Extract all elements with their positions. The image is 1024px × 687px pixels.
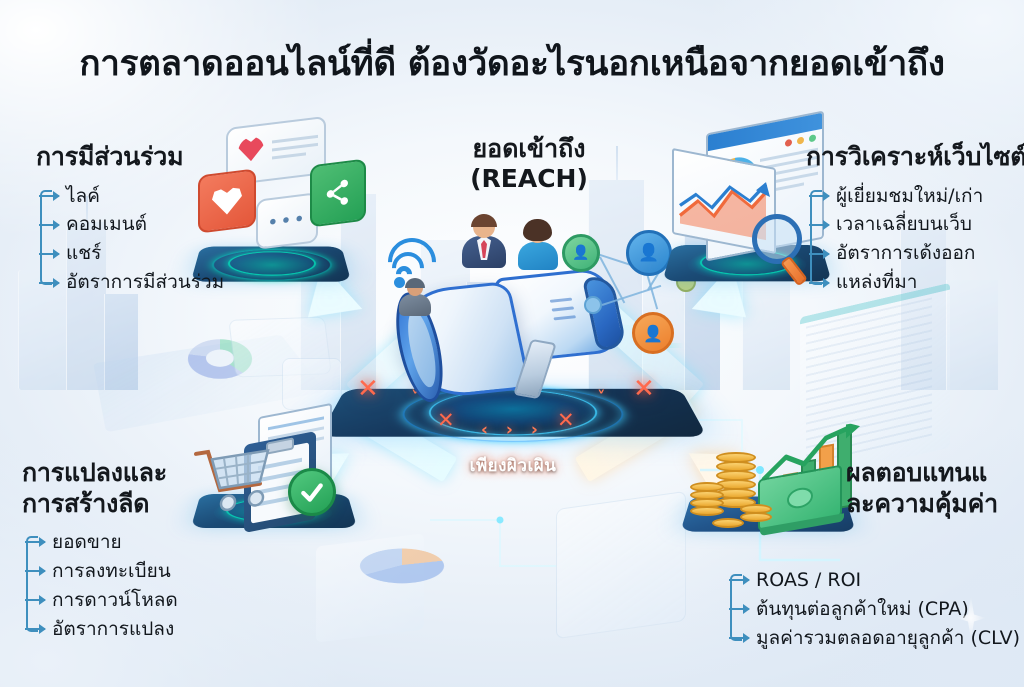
arrow-tick-icon [809, 277, 830, 288]
item-label: การลงทะเบียน [52, 559, 171, 582]
center-title-line2: (REACH) [470, 164, 588, 193]
caret-right-icon: ˅ [597, 388, 606, 408]
decor-pie-bottom-left [357, 548, 447, 584]
roi-heading: ผลตอบแทนแ ละความคุ้มค่า [846, 458, 998, 518]
center-title-line1: ยอดเข้าถึง [472, 134, 586, 163]
item-label: ยอดขาย [52, 531, 122, 553]
conversion-bracket [26, 536, 38, 632]
conversion-heading: การแปลงและ การสร้างลีด [22, 458, 167, 518]
engagement-bracket [40, 189, 52, 285]
web-analytics-bracket [810, 189, 822, 285]
item-label: อัตราการเด้งออก [836, 242, 976, 265]
roi-items: ROAS / ROI ต้นทุนต่อลูกค้าใหม่ (CPA) มูล… [726, 566, 1024, 653]
item-label: อัตราการแปลง [52, 617, 175, 640]
list-item: เวลาเฉลี่ยบนเว็บ [809, 210, 1024, 239]
item-label: แหล่งที่มา [836, 271, 918, 294]
arrow-tick-icon [729, 604, 750, 615]
magnifying-glass-icon [752, 214, 822, 288]
red-cross-icon: ✕ [437, 408, 455, 432]
quadrant-roi: ผลตอบแทนแ ละความคุ้มค่า [846, 458, 1024, 519]
list-item: ROAS / ROI [729, 566, 1024, 595]
engagement-heading: การมีส่วนร่วม [36, 142, 184, 171]
center-reach-title: ยอดเข้าถึง (REACH) [414, 134, 644, 194]
network-nodes-icon: 👤 👤 👤 [548, 216, 708, 356]
list-item: ไลค์ [39, 182, 276, 211]
list-item: แหล่งที่มา [809, 268, 1024, 297]
network-node-lightblue [584, 296, 602, 314]
item-label: การดาวน์โหลด [52, 588, 178, 611]
list-item: ผู้เยี่ยมชมใหม่/เก่า [809, 182, 1024, 211]
person-avatar-icon [398, 278, 432, 316]
roi-bracket [730, 574, 742, 641]
platform-caption: เพียงผิวเผิน [469, 456, 557, 476]
red-cross-icon: ✕ [633, 374, 655, 404]
item-label: คอมเมนต์ [66, 213, 147, 236]
arrow-tick-icon [25, 624, 46, 635]
item-label: อัตราการมีส่วนร่วม [66, 271, 225, 294]
coin-stack-icon [690, 452, 774, 538]
woman-avatar-icon [516, 219, 560, 270]
page-title: การตลาดออนไลน์ที่ดี ต้องวัดอะไรนอกเหนือจ… [79, 44, 945, 84]
conversion-items: ยอดขาย การลงทะเบียน การดาวน์โหลด อัตรากา… [22, 528, 272, 644]
arrow-tick-icon [39, 219, 60, 230]
engagement-items: ไลค์ คอมเมนต์ แชร์ อัตราการมีส่วนร่วม [36, 182, 276, 298]
chevron-group-icon: ‹ › › [481, 420, 544, 440]
item-label: ผู้เยี่ยมชมใหม่/เก่า [836, 184, 984, 207]
list-item: ต้นทุนต่อลูกค้าใหม่ (CPA) [729, 595, 1024, 624]
network-node-orange: 👤 [632, 312, 674, 354]
arrow-tick-icon [809, 219, 830, 230]
arrow-tick-icon [25, 595, 46, 606]
arrow-tick-icon [729, 575, 750, 586]
list-item: คอมเมนต์ [39, 210, 276, 239]
wifi-signal-icon [378, 222, 462, 296]
quadrant-engagement: การมีส่วนร่วม ไลค์ คอมเมนต์ แชร์ อัตรากา… [36, 142, 276, 297]
arrow-tick-icon [25, 537, 46, 548]
list-item: อัตราการเด้งออก [809, 239, 1024, 268]
list-item: การดาวน์โหลด [25, 586, 272, 615]
list-item: การลงทะเบียน [25, 557, 272, 586]
network-node-green: 👤 [562, 234, 600, 272]
list-item: อัตราการมีส่วนร่วม [39, 268, 276, 297]
center-platform: ✕ ✕ ✕ ✕ ˅ ˅ ‹ › › เพียงผิวเผิน [318, 366, 708, 476]
list-item: อัตราการแปลง [25, 615, 272, 644]
quadrant-conversion: การแปลงและ การสร้างลีด ยอดขาย การลงทะเบี… [22, 458, 272, 644]
item-label: แชร์ [66, 242, 102, 265]
check-circle-icon [288, 468, 336, 516]
businessman-avatar-icon [460, 214, 508, 268]
item-label: ไลค์ [66, 184, 100, 207]
shopping-cart-icon [190, 433, 276, 527]
list-item: แชร์ [39, 239, 276, 268]
arrow-tick-icon [809, 248, 830, 259]
item-label: ต้นทุนต่อลูกค้าใหม่ (CPA) [756, 597, 969, 620]
red-cross-icon: ✕ [557, 408, 575, 432]
quadrant-roi-items: ROAS / ROI ต้นทุนต่อลูกค้าใหม่ (CPA) มูล… [726, 566, 1024, 653]
list-item: ยอดขาย [25, 528, 272, 557]
list-item: มูลค่ารวมตลอดอายุลูกค้า (CLV) [729, 624, 1024, 653]
web-analytics-heading: การวิเคราะห์เว็บไซต์ [806, 142, 1024, 171]
quadrant-web-analytics: การวิเคราะห์เว็บไซต์ ผู้เยี่ยมชมใหม่/เก่… [806, 142, 1024, 297]
arrow-tick-icon [39, 190, 60, 201]
item-label: มูลค่ารวมตลอดอายุลูกค้า (CLV) [756, 626, 1021, 649]
share-icon [310, 158, 366, 228]
arrow-tick-icon [25, 566, 46, 577]
arrow-tick-icon [39, 248, 60, 259]
decor-bar-card-left [282, 358, 342, 410]
item-label: ROAS / ROI [756, 569, 862, 591]
web-analytics-items: ผู้เยี่ยมชมใหม่/เก่า เวลาเฉลี่ยบนเว็บ อั… [806, 182, 1024, 298]
arrow-tick-icon [809, 190, 830, 201]
line-chart-icon [672, 147, 776, 255]
caret-left-icon: ˅ [411, 388, 420, 408]
arrow-tick-icon [39, 277, 60, 288]
item-label: เวลาเฉลี่ยบนเว็บ [836, 213, 972, 236]
red-cross-icon: ✕ [357, 374, 379, 404]
arrow-tick-icon [729, 633, 750, 644]
